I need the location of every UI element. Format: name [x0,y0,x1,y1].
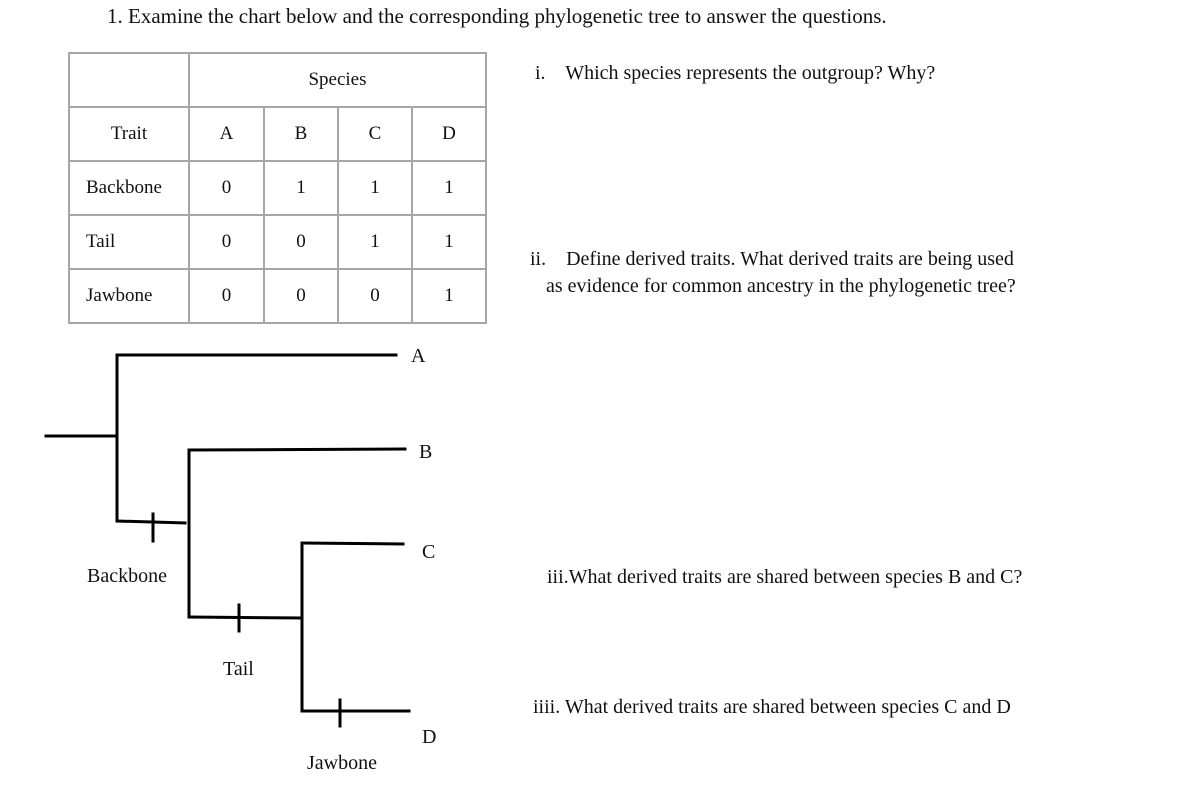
trait-value-cell: 1 [263,160,339,216]
tree-branch-b [187,447,407,452]
trait-value-cell: 1 [337,214,413,270]
tip-label-a: A [411,345,426,367]
species-col-header: B [263,106,339,162]
page-heading: 1. Examine the chart below and the corre… [107,4,887,28]
question-2-line-2: as evidence for common ancestry in the p… [546,275,1016,297]
trait-value-cell: 0 [188,268,265,324]
question-2: ii. Define derived traits. What derived … [530,246,1016,300]
tree-internal-branch-1 [115,519,187,525]
question-4: iiii. What derived traits are shared bet… [533,696,1011,718]
jawbone-mark-label: Jawbone [307,752,377,774]
question-3: iii.What derived traits are shared betwe… [547,566,1023,588]
trait-name-cell: Backbone [68,160,190,216]
trait-value-cell: 0 [337,268,413,324]
question-1: i. Which species represents the outgroup… [535,62,936,84]
trait-value-cell: 0 [188,214,265,270]
table-row: Species [68,52,487,108]
species-col-header: C [337,106,413,162]
table-row: Trait A B C D [68,106,487,162]
trait-value-cell: 1 [411,268,487,324]
table-corner-cell [68,52,190,108]
trait-name-cell: Jawbone [68,268,190,324]
trait-value-cell: 0 [188,160,265,216]
tree-branch-c [300,541,405,546]
species-col-header: A [188,106,265,162]
trait-value-cell: 1 [411,214,487,270]
trait-name-cell: Tail [68,214,190,270]
table-row: Jawbone 0 0 0 1 [68,268,487,324]
trait-table: Species Trait A B C D Backbone 0 1 1 1 T… [68,52,487,324]
trait-header: Trait [68,106,190,162]
trait-value-cell: 1 [411,160,487,216]
species-header: Species [188,52,487,108]
tail-mark-label: Tail [223,658,254,680]
trait-value-cell: 0 [263,214,339,270]
table-row: Backbone 0 1 1 1 [68,160,487,216]
tip-label-d: D [422,726,437,748]
tip-label-b: B [419,441,433,463]
trait-value-cell: 1 [337,160,413,216]
tip-label-c: C [422,541,436,563]
backbone-mark-label: Backbone [87,565,167,587]
question-2-line-1: ii. Define derived traits. What derived … [530,248,1014,270]
trait-value-cell: 0 [263,268,339,324]
species-col-header: D [411,106,487,162]
tree-internal-branch-2 [187,615,304,620]
table-row: Tail 0 0 1 1 [68,214,487,270]
